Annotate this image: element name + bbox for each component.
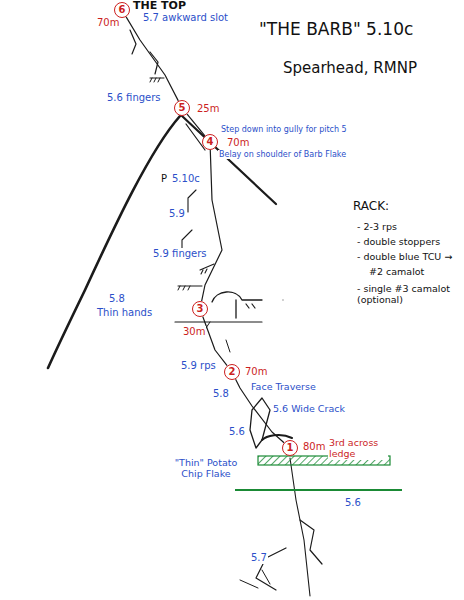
topo-note: - double stoppers	[356, 237, 441, 248]
pitch-length: 25m	[196, 103, 220, 115]
grade-note: Belay on shoulder of Barb Flake	[218, 150, 347, 159]
belay-number: 4	[207, 137, 214, 147]
belay-circle: 1	[282, 440, 298, 456]
topo-note: Spearhead, RMNP	[282, 60, 418, 77]
route-line	[202, 150, 222, 301]
belay-number: 2	[229, 367, 236, 377]
grade-note: 5.6	[344, 497, 362, 509]
grade-note: 5.9	[168, 208, 186, 220]
grade-note: 5.9 fingers	[152, 248, 208, 260]
belay-circle: 5	[174, 100, 190, 116]
grade-note: Face Traverse	[250, 382, 317, 393]
topo-note: - double blue TCU →	[356, 252, 453, 263]
grade-note: 5.10c	[171, 173, 201, 185]
pitch-length: 80m	[302, 441, 326, 453]
grade-note: "Thin" Potato Chip Flake	[168, 458, 244, 480]
pitch-length: 3rd across ledge	[328, 438, 388, 460]
belay-number: 5	[179, 103, 186, 113]
topo-note: THE TOP	[132, 0, 187, 13]
grade-note: 5.7 awkward slot	[142, 12, 229, 24]
belay-circle: 2	[224, 364, 240, 380]
grade-note: 5.7	[250, 552, 268, 564]
belay-number: 1	[287, 443, 294, 453]
belay-number: 6	[119, 5, 126, 15]
belay-circle: 4	[202, 134, 218, 150]
belay-number: 3	[197, 304, 204, 314]
pitch-length: 70m	[226, 137, 250, 149]
grade-note: 5.6	[228, 426, 246, 438]
topo-note: P	[160, 173, 168, 185]
route-line	[203, 317, 227, 366]
belay-circle: 3	[192, 301, 208, 317]
topo-note: - 2-3 rps	[356, 222, 398, 233]
grade-note: 5.9 rps	[180, 360, 217, 372]
topo-note: RACK:	[352, 200, 390, 214]
route-line	[126, 17, 178, 101]
topo-note: - single #3 camalot (optional)	[356, 284, 454, 306]
pitch-length: 70m	[244, 366, 268, 378]
grade-note: Thin hands	[96, 307, 153, 319]
grade-note: 5.8	[212, 388, 230, 400]
grade-note: Step down into gully for pitch 5	[220, 125, 348, 134]
belay-circle: 6	[114, 2, 130, 18]
route-title: "THE BARB" 5.10c	[258, 20, 414, 40]
grade-note: 5.6 fingers	[106, 92, 162, 104]
topo-note: #2 camalot	[368, 267, 425, 278]
grade-note: 5.8	[108, 293, 126, 305]
pitch-length: 30m	[182, 326, 206, 338]
pitch-length: 70m	[96, 17, 120, 29]
grade-note: 5.6 Wide Crack	[272, 404, 346, 415]
route-line	[187, 114, 205, 136]
